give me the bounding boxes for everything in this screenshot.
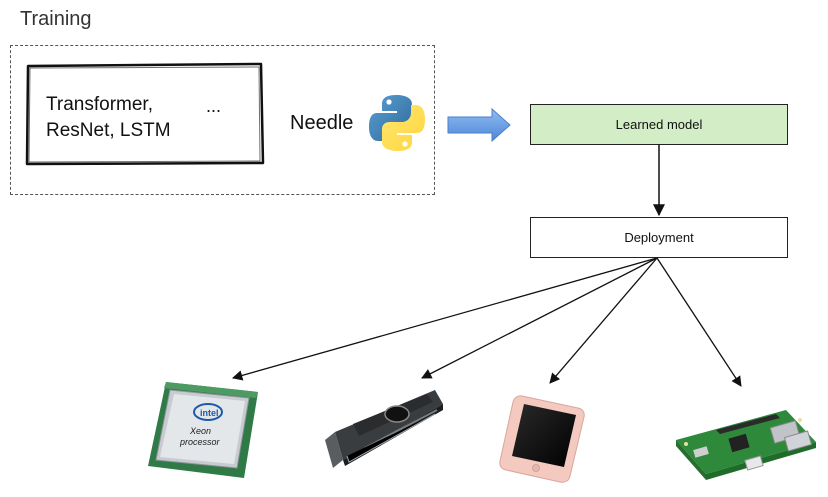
training-to-model-arrow <box>447 107 511 143</box>
model-list-line-2: ResNet, LSTM <box>46 120 171 141</box>
model-list-line-1: Transformer, <box>46 94 153 115</box>
deployment-label: Deployment <box>624 230 694 245</box>
gpu-card-icon <box>325 390 443 468</box>
model-list-ellipsis: ... <box>206 96 222 116</box>
svg-text:intel: intel <box>200 408 219 418</box>
needle-label: Needle <box>290 112 354 134</box>
deploy-arrow-gpu <box>421 257 658 379</box>
deployment-box: Deployment <box>530 217 788 258</box>
python-logo-icon <box>369 95 425 151</box>
learned-model-label: Learned model <box>615 117 703 132</box>
svg-text:processor: processor <box>179 437 221 447</box>
smartphone-icon <box>499 395 585 483</box>
svg-text:Xeon: Xeon <box>189 426 211 436</box>
raspberry-pi-board-icon <box>676 410 816 480</box>
deploy-arrow-raspberry-pi <box>656 257 742 387</box>
training-title: Training <box>20 8 92 30</box>
training-frame <box>10 45 435 195</box>
model-list-text: Transformer, ResNet, LSTM <box>46 92 171 144</box>
model-list-box <box>25 62 265 166</box>
learned-model-box: Learned model <box>530 104 788 145</box>
deploy-arrow-cpu <box>231 257 658 381</box>
deploy-arrow-phone <box>549 257 658 384</box>
intel-xeon-cpu-icon: intel Xeon processor <box>148 382 258 478</box>
